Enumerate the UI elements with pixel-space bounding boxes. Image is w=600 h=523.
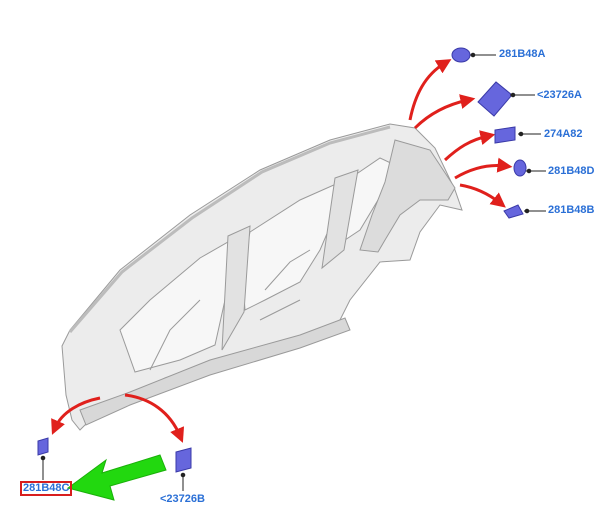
arrow-to-281b48d [454,157,513,180]
arrows-bottom-left [51,393,185,443]
body-side-panel [61,123,463,431]
arrows-top-right [408,59,513,208]
part-281b48a-icon [451,47,471,63]
leader-lines [40,52,546,491]
callout-23726a[interactable]: <23726A [537,89,582,101]
part-274a82-icon [494,126,516,144]
part-281b48c-icon [37,437,49,456]
callout-281b48a[interactable]: 281B48A [499,48,546,60]
arrow-to-23726b [124,393,185,443]
arrow-to-281b48a [408,59,452,121]
parts [37,47,527,473]
arrow-to-281b48b [459,183,506,208]
part-281b48b-icon [503,204,524,219]
part-23726b-icon [175,447,192,473]
part-23726a-icon [477,81,513,117]
callout-281b48b[interactable]: 281B48B [548,204,595,216]
green-pointer-arrow-icon [66,454,167,501]
part-281b48d-icon [513,159,527,177]
arrow-to-23726a [413,94,476,130]
callout-274a82[interactable]: 274A82 [544,128,583,140]
arrow-to-274a82 [443,130,496,162]
callout-281b48c[interactable]: 281B48C [20,481,73,496]
arrow-to-281b48c [51,396,101,435]
callout-281b48d[interactable]: 281B48D [548,165,595,177]
callout-23726b[interactable]: <23726B [160,493,205,505]
